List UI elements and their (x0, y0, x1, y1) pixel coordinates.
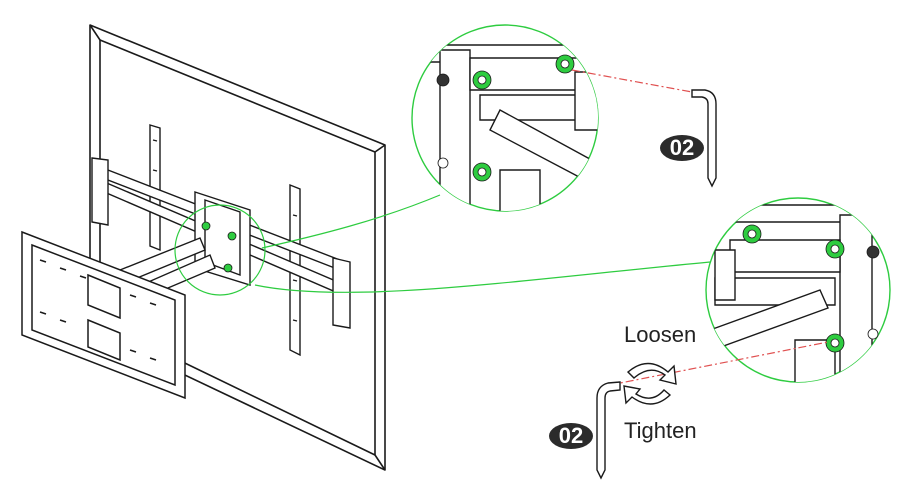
dash-line-top (571, 69, 693, 93)
center-bracket-screws (201, 221, 237, 273)
allen-key-icon (691, 89, 717, 188)
allen-key-icon (596, 381, 621, 480)
zoom-source-circle (174, 204, 266, 296)
detail-top-screws (436, 54, 575, 182)
wall-plate (21, 230, 186, 400)
dash-line-bottom (609, 341, 829, 386)
loosen-label: Loosen (624, 322, 697, 347)
detail-circle-bottom (705, 197, 891, 383)
rotate-arrows-icon (623, 362, 677, 405)
wrench-badge-top (660, 135, 704, 161)
wrench-badge-bottom (549, 423, 593, 449)
callout-line-top (261, 194, 441, 249)
wrench-number-bottom: 02 (558, 423, 584, 448)
center-bracket (194, 191, 251, 286)
tv-vertical-rails (149, 124, 301, 357)
detail-bottom-screws (742, 224, 880, 353)
tighten-label: Tighten (624, 418, 697, 443)
wrench-number-top: 02 (669, 135, 695, 160)
callout-line-bottom (254, 261, 711, 293)
detail-circle-top (411, 24, 599, 212)
